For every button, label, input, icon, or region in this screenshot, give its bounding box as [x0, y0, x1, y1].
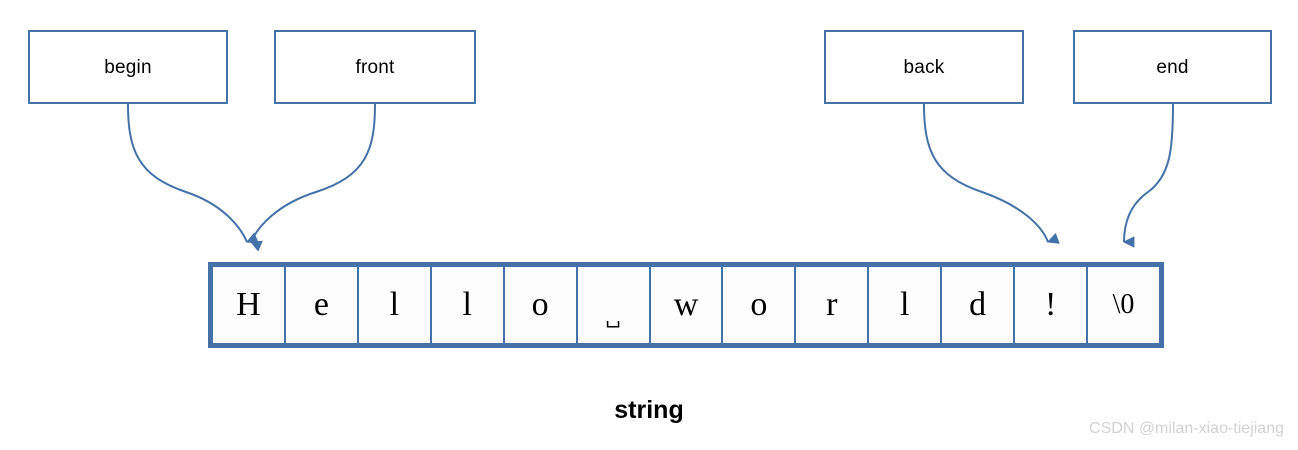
string-cell-char: H: [236, 286, 261, 323]
string-cell: l: [431, 267, 505, 343]
string-cell: e: [285, 267, 359, 343]
arrow-end-to-cell-12: [1122, 103, 1174, 248]
pointer-label-back: back: [903, 56, 945, 78]
watermark: CSDN @milan-xiao-tiejiang: [1089, 420, 1284, 437]
string-cell-char: r: [826, 286, 838, 323]
string-cell: l: [869, 267, 943, 343]
string-cell: o: [723, 267, 797, 343]
arrow-front-to-cell-0: [249, 103, 376, 252]
string-cell: r: [796, 267, 870, 343]
string-cell-char: d: [969, 286, 987, 323]
string-cell-char: l: [462, 286, 472, 323]
string-cell-char: \0: [1112, 289, 1135, 320]
string-cell-char: l: [389, 286, 400, 323]
string-cell: H: [213, 267, 286, 343]
string-cell-char: ␣: [605, 306, 621, 328]
string-cell: d: [942, 267, 1016, 343]
pointer-label-end: end: [1156, 56, 1189, 78]
string-cell-space: ␣: [577, 267, 651, 343]
string-cell-char: l: [900, 286, 910, 323]
string-cell: !: [1015, 267, 1089, 343]
string-cell-char: w: [673, 286, 699, 323]
string-cell: o: [504, 267, 578, 343]
arrow-begin-to-cell-0: [127, 103, 259, 244]
arrow-back-to-cell-11: [923, 103, 1060, 244]
string-cell: l: [358, 267, 432, 343]
diagram-caption: string: [614, 396, 684, 424]
pointer-box-end: end: [1073, 30, 1272, 104]
string-cell-char: o: [750, 286, 768, 323]
pointer-label-front: front: [355, 56, 395, 78]
pointer-box-back: back: [824, 30, 1024, 104]
string-cell-null-terminator: \0: [1088, 267, 1159, 343]
string-cell-char: !: [1044, 286, 1057, 323]
pointer-box-begin: begin: [28, 30, 228, 104]
string-cell: w: [650, 267, 724, 343]
string-cell-char: e: [313, 286, 329, 323]
string-memory-array: H e l l o ␣ w o r l d !: [208, 262, 1164, 348]
pointer-label-begin: begin: [104, 56, 152, 78]
pointer-box-front: front: [274, 30, 476, 104]
string-cell-char: o: [531, 286, 549, 323]
